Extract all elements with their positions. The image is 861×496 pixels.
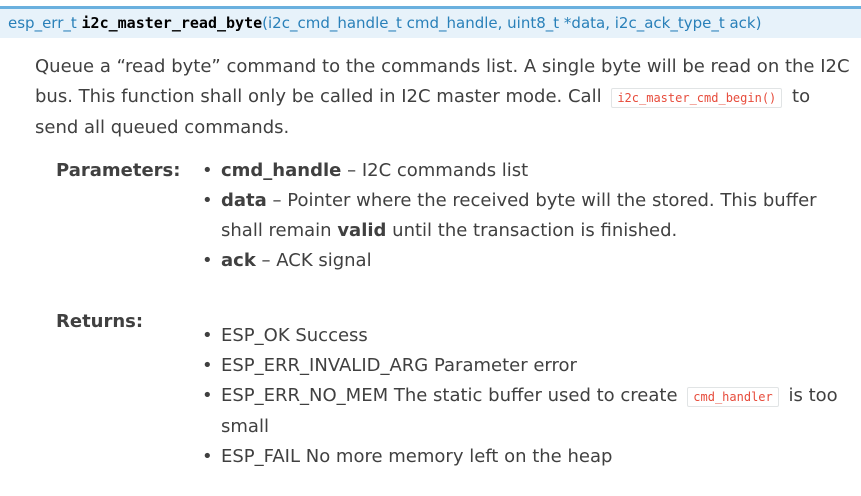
list-item: data – Pointer where the received byte w…	[202, 186, 850, 246]
return-type: esp_err_t	[8, 14, 77, 32]
return-code-literal: cmd_handler	[687, 387, 779, 407]
list-item: cmd_handle – I2C commands list	[202, 156, 850, 186]
param-emphasis: valid	[337, 220, 387, 241]
returns-list: ESP_OK Success ESP_ERR_INVALID_ARG Param…	[202, 321, 850, 472]
param-name: ack	[221, 250, 256, 271]
return-text: ESP_OK Success	[221, 325, 368, 346]
parameters-label: Parameters:	[56, 160, 181, 181]
list-item: ack – ACK signal	[202, 246, 850, 276]
list-item: ESP_ERR_INVALID_ARG Parameter error	[202, 351, 850, 381]
param-name: cmd_handle	[221, 160, 342, 181]
list-item: ESP_FAIL No more memory left on the heap	[202, 442, 850, 472]
param-desc: I2C commands list	[361, 160, 529, 181]
function-arguments: i2c_cmd_handle_t cmd_handle, uint8_t *da…	[268, 14, 756, 32]
list-item: ESP_ERR_NO_MEM The static buffer used to…	[202, 381, 850, 442]
return-text: ESP_FAIL No more memory left on the heap	[221, 446, 613, 467]
description-code-literal: i2c_master_cmd_begin()	[611, 88, 783, 108]
function-description: Queue a “read byte” command to the comma…	[35, 52, 859, 143]
return-text-tail: is too small	[221, 385, 838, 437]
param-name: data	[221, 190, 267, 211]
param-desc-tail: until the transaction is finished.	[386, 220, 678, 241]
param-desc: ACK signal	[276, 250, 372, 271]
signature-close-paren: )	[755, 14, 762, 32]
function-signature: esp_err_t i2c_master_read_byte(i2c_cmd_h…	[0, 6, 861, 38]
returns-label: Returns:	[56, 311, 144, 332]
return-text: ESP_ERR_NO_MEM The static buffer used to…	[221, 385, 678, 406]
description-text-2: to send all queued commands.	[35, 86, 811, 138]
list-item: ESP_OK Success	[202, 321, 850, 351]
param-dash: –	[255, 250, 277, 271]
description-text-1: Queue a “read byte” command to the comma…	[35, 56, 850, 107]
param-dash: –	[341, 160, 362, 181]
return-text: ESP_ERR_INVALID_ARG Parameter error	[221, 355, 577, 376]
signature-open-paren: (	[262, 14, 269, 32]
parameters-list: cmd_handle – I2C commands list data – Po…	[202, 156, 850, 276]
param-dash: –	[266, 190, 288, 211]
function-name: i2c_master_read_byte	[81, 14, 263, 32]
param-desc: Pointer where the received byte will the…	[221, 190, 817, 241]
